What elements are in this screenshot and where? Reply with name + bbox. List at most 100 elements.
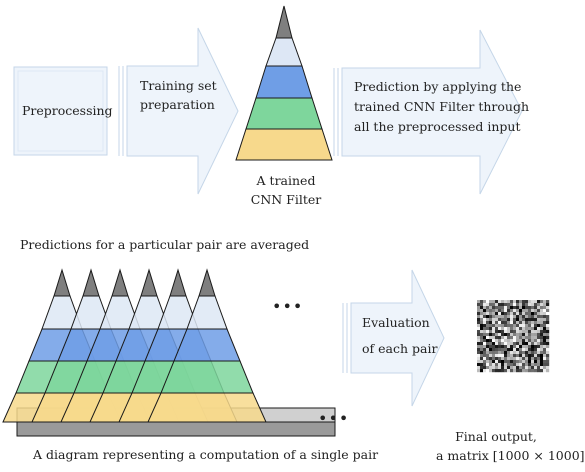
matrix-cell: [516, 300, 520, 304]
matrix-cell: [543, 330, 547, 334]
matrix-cell: [495, 330, 499, 334]
matrix-cell: [522, 336, 526, 340]
matrix-cell: [531, 312, 535, 316]
matrix-cell: [528, 306, 532, 310]
matrix-cell: [477, 363, 481, 367]
matrix-cell: [486, 336, 490, 340]
matrix-cell: [498, 309, 502, 313]
matrix-cell: [504, 324, 508, 328]
matrix-cell: [504, 357, 508, 361]
matrix-cell: [525, 354, 529, 358]
matrix-cell: [513, 327, 517, 331]
matrix-cell: [480, 360, 484, 364]
matrix-cell: [513, 354, 517, 358]
matrix-cell: [483, 300, 487, 304]
matrix-cell: [495, 366, 499, 370]
matrix-cell: [492, 327, 496, 331]
matrix-cell: [516, 309, 520, 313]
matrix-cell: [492, 315, 496, 319]
matrix-cell: [528, 315, 532, 319]
matrix-cell: [489, 366, 493, 370]
cnn-filter-pyramid: [235, 5, 333, 161]
matrix-cell: [492, 306, 496, 310]
matrix-cell: [522, 369, 526, 373]
matrix-cell: [534, 363, 538, 367]
matrix-cell: [513, 312, 517, 316]
matrix-cell: [528, 339, 532, 343]
matrix-cell: [477, 345, 481, 349]
matrix-cell: [525, 324, 529, 328]
matrix-cell: [522, 360, 526, 364]
matrix-cell: [525, 333, 529, 337]
matrix-cell: [546, 333, 550, 337]
matrix-cell: [537, 309, 541, 313]
matrix-cell: [477, 309, 481, 313]
matrix-cell: [531, 303, 535, 307]
matrix-cell: [528, 300, 532, 304]
training-label-line2: preparation: [140, 97, 215, 112]
final-output-matrix: [477, 300, 550, 373]
matrix-cell: [483, 363, 487, 367]
matrix-cell: [540, 321, 544, 325]
matrix-cell: [504, 330, 508, 334]
matrix-cell: [498, 360, 502, 364]
matrix-cell: [522, 318, 526, 322]
matrix-cell: [498, 339, 502, 343]
matrix-cell: [483, 309, 487, 313]
matrix-cell: [486, 327, 490, 331]
matrix-cell: [546, 369, 550, 373]
matrix-cell: [537, 363, 541, 367]
matrix-cell: [498, 351, 502, 355]
matrix-cell: [507, 303, 511, 307]
matrix-cell: [525, 339, 529, 343]
matrix-cell: [480, 300, 484, 304]
matrix-cell: [531, 351, 535, 355]
matrix-cell: [543, 306, 547, 310]
matrix-cell: [501, 360, 505, 364]
matrix-cell: [540, 366, 544, 370]
matrix-cell: [522, 306, 526, 310]
matrix-cell: [489, 342, 493, 346]
matrix-cell: [486, 324, 490, 328]
matrix-cell: [480, 327, 484, 331]
matrix-cell: [480, 363, 484, 367]
matrix-cell: [537, 300, 541, 304]
matrix-cell: [513, 351, 517, 355]
matrix-cell: [543, 336, 547, 340]
matrix-cell: [522, 315, 526, 319]
matrix-cell: [486, 363, 490, 367]
matrix-cell: [531, 345, 535, 349]
matrix-cell: [492, 360, 496, 364]
matrix-cell: [540, 333, 544, 337]
matrix-cell: [486, 315, 490, 319]
matrix-cell: [480, 312, 484, 316]
matrix-cell: [522, 327, 526, 331]
matrix-cell: [510, 312, 514, 316]
matrix-cell: [498, 315, 502, 319]
matrix-cell: [480, 306, 484, 310]
matrix-cell: [495, 348, 499, 352]
matrix-cell: [501, 342, 505, 346]
matrix-cell: [489, 318, 493, 322]
matrix-cell: [507, 351, 511, 355]
matrix-cell: [483, 342, 487, 346]
matrix-cell: [480, 336, 484, 340]
matrix-cell: [522, 324, 526, 328]
matrix-cell: [516, 318, 520, 322]
matrix-cell: [510, 354, 514, 358]
matrix-cell: [501, 318, 505, 322]
matrix-cell: [495, 312, 499, 316]
matrix-cell: [516, 345, 520, 349]
matrix-cell: [531, 366, 535, 370]
matrix-cell: [522, 342, 526, 346]
base-slab-bottom: [16, 421, 336, 437]
matrix-cell: [501, 315, 505, 319]
matrix-cell: [483, 330, 487, 334]
matrix-cell: [495, 345, 499, 349]
matrix-cell: [501, 348, 505, 352]
matrix-cell: [516, 330, 520, 334]
matrix-cell: [537, 342, 541, 346]
matrix-cell: [528, 369, 532, 373]
matrix-cell: [495, 315, 499, 319]
matrix-cell: [501, 333, 505, 337]
